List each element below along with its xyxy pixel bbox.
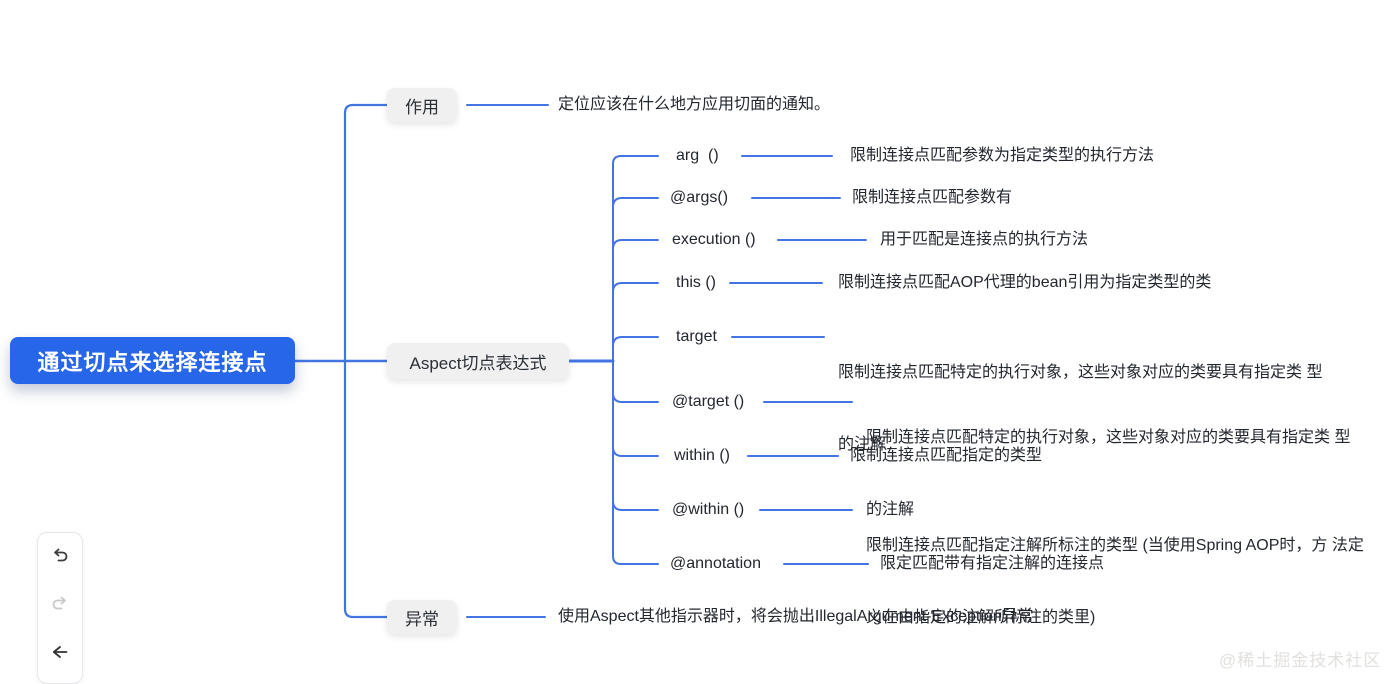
arg-desc[interactable]: 限制连接点匹配参数为指定类型的执行方法	[850, 147, 1155, 164]
back-button[interactable]	[45, 638, 75, 668]
leaf-node-args[interactable]: @args()	[670, 189, 729, 206]
branch-node-purpose[interactable]: 作用	[387, 88, 457, 122]
back-icon	[49, 641, 71, 666]
execution-desc[interactable]: 用于匹配是连接点的执行方法	[880, 231, 1089, 248]
leaf-node-at-within[interactable]: @within ()	[672, 501, 745, 518]
branch-node-exception[interactable]: 异常	[387, 600, 457, 634]
at-target-desc-line2: 的注解	[866, 501, 915, 518]
target-desc-line1: 限制连接点匹配特定的执行对象，这些对象对应的类要具有指定类 型	[838, 364, 1323, 381]
leaf-node-execution[interactable]: execution ()	[672, 231, 756, 248]
toolbar	[37, 532, 83, 684]
at-within-desc-line1: 限制连接点匹配指定注解所标注的类型 (当使用Spring AOP时，方 法定	[866, 537, 1364, 554]
target-desc[interactable]: 限制连接点匹配特定的执行对象，这些对象对应的类要具有指定类 型 的注解	[838, 313, 1322, 505]
leaf-node-this[interactable]: this ()	[676, 274, 716, 291]
annotation-desc[interactable]: 限定匹配带有指定注解的连接点	[880, 555, 1105, 572]
undo-button[interactable]	[45, 542, 75, 572]
target-desc-line2: 的注解	[838, 436, 887, 453]
at-target-desc[interactable]: 限制连接点匹配特定的执行对象，这些对象对应的类要具有指定类 型 的注解	[866, 378, 1350, 570]
within-desc[interactable]: 限制连接点匹配指定的类型	[850, 447, 1043, 464]
at-target-desc-line1: 限制连接点匹配特定的执行对象，这些对象对应的类要具有指定类 型	[866, 429, 1351, 446]
redo-icon	[49, 593, 71, 618]
branch-node-aspect-expression[interactable]: Aspect切点表达式	[387, 343, 569, 379]
watermark: @稀土掘金技术社区	[1219, 651, 1382, 670]
at-within-desc[interactable]: 限制连接点匹配指定注解所标注的类型 (当使用Spring AOP时，方 法定 义…	[866, 486, 1364, 678]
redo-button[interactable]	[45, 590, 75, 620]
branch-node-exception-label: 异常	[405, 609, 439, 629]
branch-node-purpose-label: 作用	[405, 97, 439, 117]
leaf-node-at-target[interactable]: @target ()	[672, 393, 745, 410]
root-node[interactable]: 通过切点来选择连接点	[10, 337, 295, 384]
root-node-label: 通过切点来选择连接点	[37, 349, 268, 375]
purpose-desc[interactable]: 定位应该在什么地方应用切面的通知。	[558, 96, 831, 113]
at-within-desc-line2: 义在由指定的注解所标注的类里)	[866, 609, 1096, 626]
leaf-node-target[interactable]: target	[676, 328, 717, 345]
undo-icon	[49, 545, 71, 570]
args-desc[interactable]: 限制连接点匹配参数有	[852, 189, 1013, 206]
exception-desc[interactable]: 使用Aspect其他指示器时，将会抛出IllegalArgument-Excep…	[558, 608, 1034, 625]
leaf-node-arg[interactable]: arg ()	[676, 147, 719, 164]
branch-node-aspect-expression-label: Aspect切点表达式	[409, 353, 547, 373]
leaf-node-annotation[interactable]: @annotation	[670, 555, 761, 572]
this-desc[interactable]: 限制连接点匹配AOP代理的bean引用为指定类型的类	[838, 274, 1212, 291]
leaf-node-within[interactable]: within ()	[674, 447, 731, 464]
